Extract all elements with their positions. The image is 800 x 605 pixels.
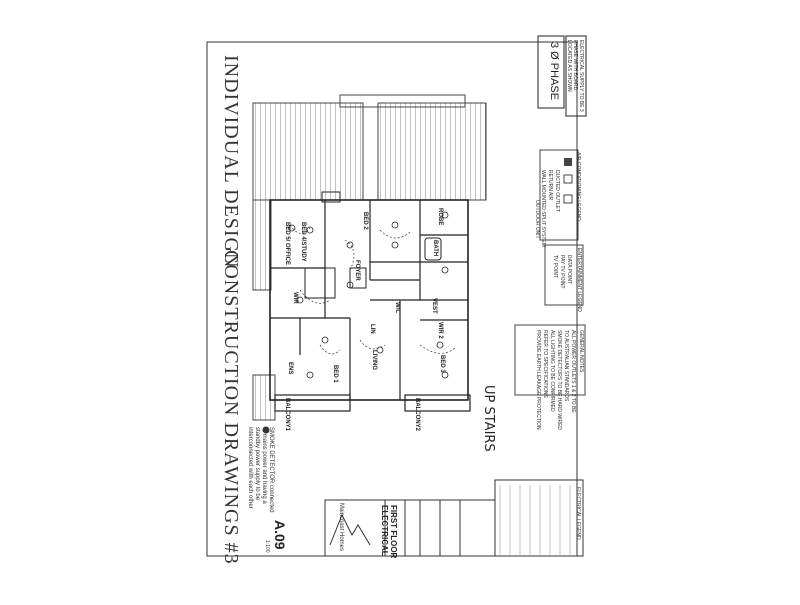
drawing-title-2: ELECTRICAL (380, 505, 389, 556)
title-block (324, 479, 584, 557)
aircon-item: RETURN AIR (547, 170, 553, 201)
entertainment-legend-box (544, 244, 584, 306)
roof-areas (252, 94, 487, 421)
smoke-detector-icon (262, 426, 270, 434)
aircon-symbols (563, 158, 573, 204)
entertainment-legend-title: ENTERTAINMENT LEGEND (576, 248, 582, 312)
general-notes-box (514, 324, 586, 396)
aircon-legend-box (539, 149, 579, 241)
room-bed1: BED 1 (332, 365, 338, 383)
room-robe: ROBE (437, 208, 443, 226)
phase-box (537, 35, 565, 109)
handwritten-up-stairs: UP STAIRS (481, 385, 496, 452)
room-bed5: BED 5/ OFFICE (284, 222, 290, 266)
electrical-legend-lines (499, 485, 571, 555)
light-symbols (288, 211, 449, 379)
sheet-number: A.09 (272, 520, 288, 550)
room-balcony2: BALCONY2 (414, 398, 420, 432)
brand-name: Maincoast Homes (338, 503, 344, 552)
general-notes-title: GENERAL NOTES (578, 330, 584, 373)
phase-note: ELECTRICAL SUPPLY TO BE 3 PHASE WITH BOA… (566, 40, 584, 112)
room-living: LIVING (371, 350, 377, 371)
electrical-legend-title: ELECTRICAL LEGEND (575, 487, 581, 540)
general-note: PROVIDE EARTH LEAKAGE PROTECTION (535, 330, 541, 430)
aircon-item: DUCTED OUTLET (554, 170, 560, 212)
general-note: ALL POWER OUTLETS 1 & 2 TO BE (570, 330, 576, 413)
aircon-item: WALL MOUNTED SPLIT SYSTEM (540, 170, 546, 248)
scale: 1:100 (264, 540, 270, 553)
drawing-title-1: FIRST FLOOR (389, 505, 398, 559)
general-note: REFER TO SPECIFICATIONS (542, 330, 548, 398)
title-design: INDIVIDUAL DESIGN (220, 55, 242, 269)
entertainment-item: TV POINT (552, 255, 558, 279)
title-construction: CONSTRUCTION DRAWINGS #3 (220, 250, 242, 565)
entertainment-item: DATA POINT (566, 255, 572, 284)
room-wil: W/L (394, 302, 400, 313)
entertainment-item: PAY TV POINT (559, 255, 565, 289)
room-vest: VEST (431, 298, 437, 314)
general-note: SMOKE DETECTORS TO BE HARD WIRED (556, 330, 562, 431)
phase-note-box (565, 35, 587, 117)
room-balcony1: BALCONY1 (284, 398, 290, 432)
room-bed2: BED 2 (362, 212, 368, 230)
room-bath: BATH (432, 240, 438, 257)
aircon-legend-title: AIR-CONDITIONING LEGEND (575, 152, 581, 221)
aircon-item: OUTDOOR UNIT (534, 200, 540, 239)
room-bed4: BED 4/STUDY (300, 222, 306, 262)
wiring (289, 224, 456, 355)
general-note: TO AUSTRALIAN STANDARDS (563, 330, 569, 402)
room-ens: ENS (287, 362, 293, 375)
phase-label: 3 Ø PHASE (548, 42, 560, 101)
room-wir: WIR (292, 292, 298, 304)
room-wir2: WIR 2 (437, 322, 443, 339)
general-note: ALL LIGHTING TO BE CONFIRMED (549, 330, 555, 412)
room-bed3: BED 3 (439, 355, 445, 373)
room-linen: LIN (369, 324, 375, 334)
smoke-detector-note: SMOKE DETECTOR connected to mains power … (247, 427, 274, 513)
room-foyer: FOYER (354, 260, 360, 281)
floor-plan (269, 191, 471, 412)
